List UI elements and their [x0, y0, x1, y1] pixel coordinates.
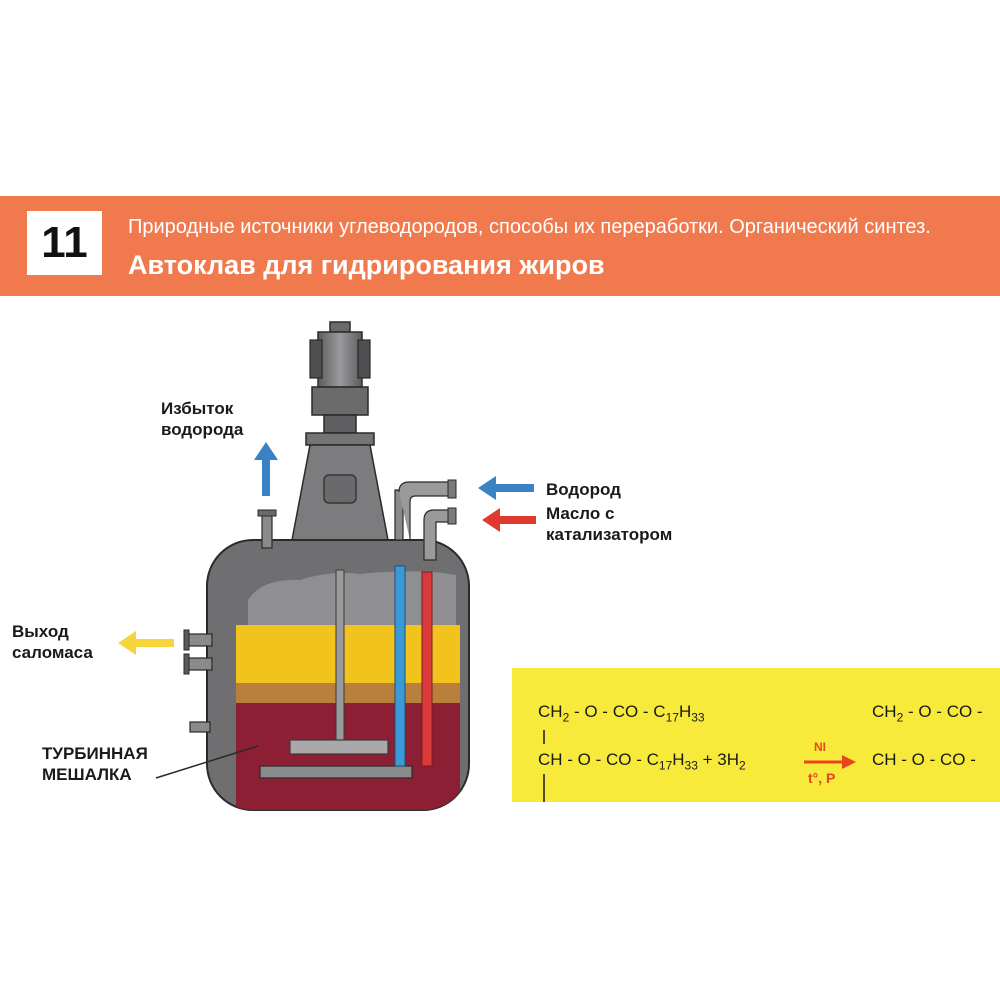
reaction-lines: [543, 730, 856, 802]
label-salomas-line2: саломаса: [12, 643, 93, 662]
label-turbine-mixer: ТУРБИННАЯ МЕШАЛКА: [42, 743, 148, 785]
catalyst-label: NI: [814, 740, 826, 754]
label-salomas-line1: Выход: [12, 622, 69, 641]
oil-tube: [421, 507, 457, 767]
label-excess-hydrogen-line1: Избыток: [161, 399, 234, 418]
header-subtitle: Природные источники углеводородов, спосо…: [128, 216, 931, 238]
label-salomas-output: Выход саломаса: [12, 621, 93, 663]
label-mixer-line1: ТУРБИННАЯ: [42, 744, 148, 763]
formula-row1-left: CH2 - O - CO - C17H33: [538, 702, 705, 725]
reaction-panel: CH2 - O - CO - C17H33 CH - O - CO - C17H…: [512, 668, 1000, 802]
hydrogen-tube: [394, 479, 457, 767]
side-nozzles: [183, 629, 213, 733]
formula-row1-right: CH2 - O - CO -: [872, 702, 983, 725]
label-excess-hydrogen: Избыток водорода: [161, 398, 243, 440]
header-banner: [0, 196, 1000, 296]
label-oil-line2: катализатором: [546, 525, 673, 544]
label-excess-hydrogen-line2: водорода: [161, 420, 244, 439]
page-title: Автоклав для гидрирования жиров: [128, 250, 605, 280]
stirrer-leader-line: [155, 745, 259, 779]
excess-hydrogen-arrow: [254, 442, 278, 496]
label-mixer-line2: МЕШАЛКА: [42, 765, 132, 784]
motor-drive: [305, 321, 375, 446]
lesson-number: 11: [27, 211, 102, 275]
hydrogen-arrow: [478, 476, 534, 500]
label-oil-with-catalyst: Масло с катализатором: [546, 503, 672, 545]
label-oil-line1: Масло с: [546, 504, 615, 523]
label-hydrogen: Водород: [546, 480, 621, 499]
oil-arrow: [482, 508, 536, 532]
vessel-neck: [291, 444, 389, 541]
conditions-label: t°, P: [808, 770, 836, 786]
salomas-output-arrow: [118, 631, 174, 655]
formula-row2-left: CH - O - CO - C17H33 + 3H2: [538, 750, 746, 773]
formula-row2-right: CH - O - CO -: [872, 750, 976, 769]
excess-hydrogen-vent: [257, 509, 277, 549]
turbine-stirrer: [259, 569, 413, 779]
